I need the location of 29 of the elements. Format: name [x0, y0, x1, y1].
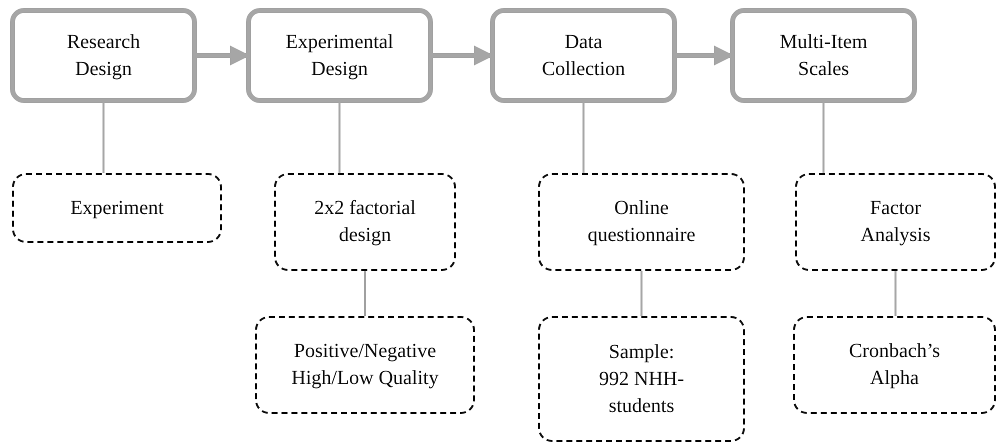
box-label: 2x2 factorial design	[313, 196, 417, 248]
connector-line	[640, 271, 642, 316]
process-box	[10, 8, 197, 103]
box-label: Research Design	[66, 30, 142, 82]
box-label: Online questionnaire	[586, 196, 696, 248]
connector-line	[582, 103, 584, 173]
process-box	[490, 8, 677, 103]
box-label: Sample: 992 NHH-students	[598, 340, 685, 418]
detail-box	[538, 316, 745, 442]
detail-box	[12, 173, 222, 243]
box-label: Positive/Negative High/Low Quality	[290, 339, 440, 391]
detail-box	[793, 316, 996, 414]
connector-line	[894, 271, 896, 316]
connector-line	[822, 103, 824, 173]
box-label: Experiment	[70, 196, 164, 220]
process-box	[730, 8, 917, 103]
box-label: Cronbach’s Alpha	[848, 339, 942, 391]
box-label: Experimental Design	[284, 30, 394, 82]
box-label: Data Collection	[540, 30, 626, 82]
connector-line	[102, 103, 104, 173]
box-label: Multi-Item Scales	[778, 30, 868, 82]
detail-box	[795, 173, 996, 271]
detail-box	[255, 316, 475, 414]
box-label: Factor Analysis	[860, 196, 932, 248]
detail-box	[274, 173, 456, 271]
detail-box	[538, 173, 745, 271]
connector-line	[338, 103, 340, 173]
process-box	[246, 8, 433, 103]
connector-line	[364, 271, 366, 316]
